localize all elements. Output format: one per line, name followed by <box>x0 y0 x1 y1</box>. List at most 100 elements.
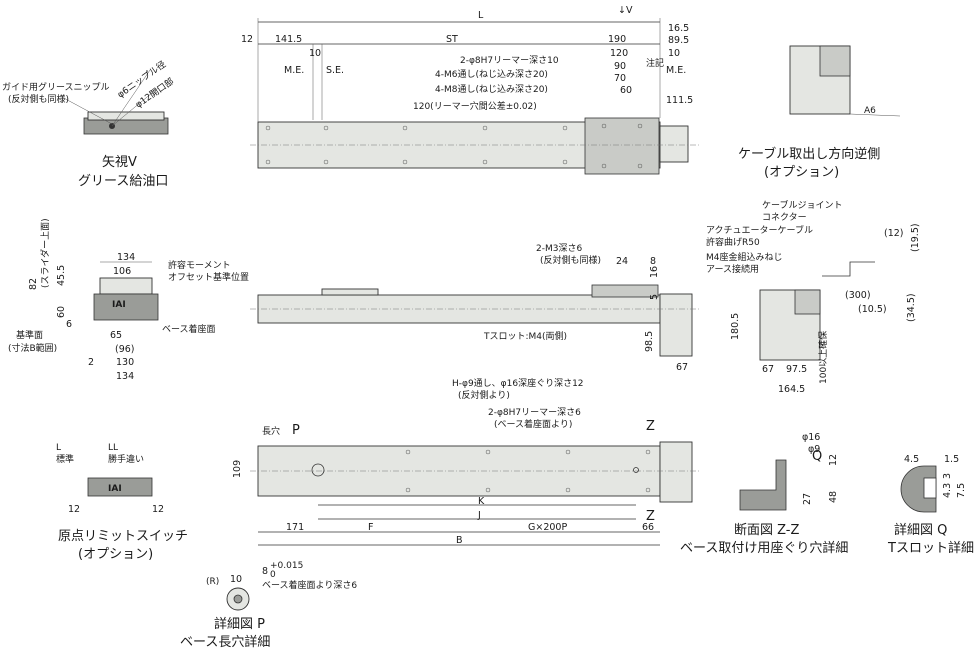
detail-p-tol: +0.015 <box>270 561 303 571</box>
zz-d27: 27 <box>802 493 813 505</box>
slider-top-note: (スライダー上面) <box>39 218 51 288</box>
dim-70: 70 <box>614 73 626 84</box>
view-v-arrow: ↓V <box>618 5 633 16</box>
top-view-slider <box>584 117 660 175</box>
q-d1-5: 1.5 <box>944 454 959 465</box>
iai-logo-2: IAI <box>108 484 122 494</box>
section-zz-group: φ16 φ9 Q 12 27 48 断面図 Z-Z ベース取付け用座ぐり穴詳細 <box>680 432 848 556</box>
dim-12-cable: (12) <box>884 228 904 239</box>
dim-96: (96) <box>115 344 135 355</box>
h-holes-note: (反対側より) <box>458 389 510 401</box>
m8-note: 4-M8通し(ねじ込み深さ20) <box>435 84 548 95</box>
dim-16-5: 16.5 <box>668 23 689 34</box>
dim-12-ls-left: 12 <box>68 504 80 515</box>
z-mark-top: Z <box>646 419 655 434</box>
detail-q-shape <box>900 465 937 513</box>
reamer-note: 2-φ8H7リーマー深さ10 <box>460 55 559 66</box>
m3-label: 2-M3深さ6 <box>536 243 582 254</box>
detail-q-group: 4.5 1.5 3 4.3 7.5 詳細図 Q Tスロット詳細 <box>887 454 974 556</box>
limit-switch-title: 原点リミットスイッチ <box>58 529 188 544</box>
zz-d12: 12 <box>828 454 839 466</box>
me-right: M.E. <box>666 65 686 76</box>
dim-111-5: 111.5 <box>666 95 693 106</box>
dim-89-5: 89.5 <box>668 35 689 46</box>
dim-97-5: 97.5 <box>786 364 807 375</box>
zz-d16: φ16 <box>802 432 820 443</box>
note-v: 注記 <box>646 57 664 69</box>
dim-ST: ST <box>446 34 458 45</box>
l-label: L <box>56 443 61 453</box>
side-view-base <box>93 293 159 321</box>
ll-rev-label: 勝手違い <box>108 453 144 465</box>
view-v-slider <box>87 111 165 121</box>
dim-10-right: 10 <box>668 48 680 59</box>
section-zz-shape <box>739 459 787 511</box>
front-view-group: 2-M3深さ6 (反対側も同様) 24 8 16 5 Tスロット:M4(両側) … <box>250 243 700 373</box>
detail-q-slot <box>923 477 937 499</box>
bottom-view-holes <box>405 449 651 493</box>
dim-12-ls-right: 12 <box>152 504 164 515</box>
cable-reverse-connector <box>819 45 851 77</box>
dim-B: B <box>456 535 463 546</box>
moment-label: 許容モーメント <box>168 259 231 271</box>
dim-82: 82 <box>28 278 39 290</box>
section-zz-title: 断面図 Z-Z <box>734 523 800 538</box>
dim-10-5: (10.5) <box>858 304 887 315</box>
front-view-slider <box>591 284 659 298</box>
iai-logo: IAI <box>112 300 126 310</box>
zz-q: Q <box>812 449 822 464</box>
limit-switch-base <box>87 477 153 497</box>
top-view-group: L ↓V 12 141.5 ST 190 16.5 89.5 10 M.E. S… <box>241 5 700 175</box>
view-v-title: 矢視V <box>102 155 137 170</box>
cable-reverse-title: ケーブル取出し方向逆側 <box>738 146 880 162</box>
dim-F: F <box>368 522 373 533</box>
q-d4-3: 4.3 <box>942 483 953 498</box>
reamer-tol: 120(リーマー穴間公差±0.02) <box>413 100 537 112</box>
me-left: M.E. <box>284 65 304 76</box>
q-d7-5: 7.5 <box>956 483 967 498</box>
grease-note: (反対側も同様) <box>8 93 69 105</box>
dim-106: 106 <box>113 266 131 277</box>
detail-p-title: 詳細図 P <box>214 616 265 632</box>
dim-300: (300) <box>845 290 871 301</box>
cable-reverse-subtitle: (オプション) <box>764 165 839 180</box>
dim-8: 8 <box>650 256 656 267</box>
m6-note: 4-M6通し(ねじ込み深さ20) <box>435 69 548 80</box>
ref-surface-label: 基準面 <box>16 329 43 341</box>
slot-p-icon <box>311 463 325 477</box>
top-view-motor <box>659 125 689 163</box>
reamer-bottom-note: (ベース着座面より) <box>494 418 572 430</box>
dim-2: 2 <box>88 357 94 368</box>
dim-134-top: 134 <box>117 252 135 263</box>
z-mark-bottom: Z <box>646 509 655 524</box>
ground-label: アース接続用 <box>706 263 759 275</box>
dim-190: 190 <box>608 34 626 45</box>
dim-180-5: 180.5 <box>730 313 741 340</box>
dim-98-5: 98.5 <box>644 331 655 352</box>
dim-90: 90 <box>614 61 626 72</box>
zz-d9: φ9 <box>808 444 820 455</box>
dim-6: 6 <box>66 319 72 330</box>
slot-p-label: P <box>292 423 300 438</box>
se-label: S.E. <box>326 65 344 76</box>
a6-label: A6 <box>864 106 876 116</box>
ll-label: LL <box>108 443 118 453</box>
bottom-view-group: H-φ9通し、φ16深座ぐり深さ12 (反対側より) 2-φ8H7リーマー深さ6… <box>232 377 700 546</box>
bend-label: 許容曲げR50 <box>706 236 760 248</box>
dim-60-side: 60 <box>56 306 67 318</box>
detail-p-8: 8 <box>262 566 268 577</box>
dim-L: L <box>478 10 484 21</box>
actuator-cable-label: アクチュエーターケーブル <box>706 224 813 236</box>
view-v-group: ガイド用グリースニップル (反対側も同様) φ6ニップル径 φ12開口部 矢視V… <box>2 58 176 189</box>
dim-K: K <box>478 496 485 507</box>
m4-label: M4座金組込みねじ <box>706 251 783 263</box>
detail-p-tol0: 0 <box>270 570 276 580</box>
detail-p-group: (R) 10 8 +0.015 0 ベース着座面より深さ6 詳細図 P ベース長… <box>180 561 357 650</box>
dim-5: 5 <box>649 294 660 300</box>
min-bend-label: 100以上確保 <box>817 331 829 384</box>
grease-label: ガイド用グリースニップル <box>2 81 110 93</box>
dim-67-cable: 67 <box>762 364 774 375</box>
h-holes-label: H-φ9通し、φ16深座ぐり深さ12 <box>452 377 584 389</box>
ref-range-label: (寸法B範囲) <box>8 342 57 354</box>
